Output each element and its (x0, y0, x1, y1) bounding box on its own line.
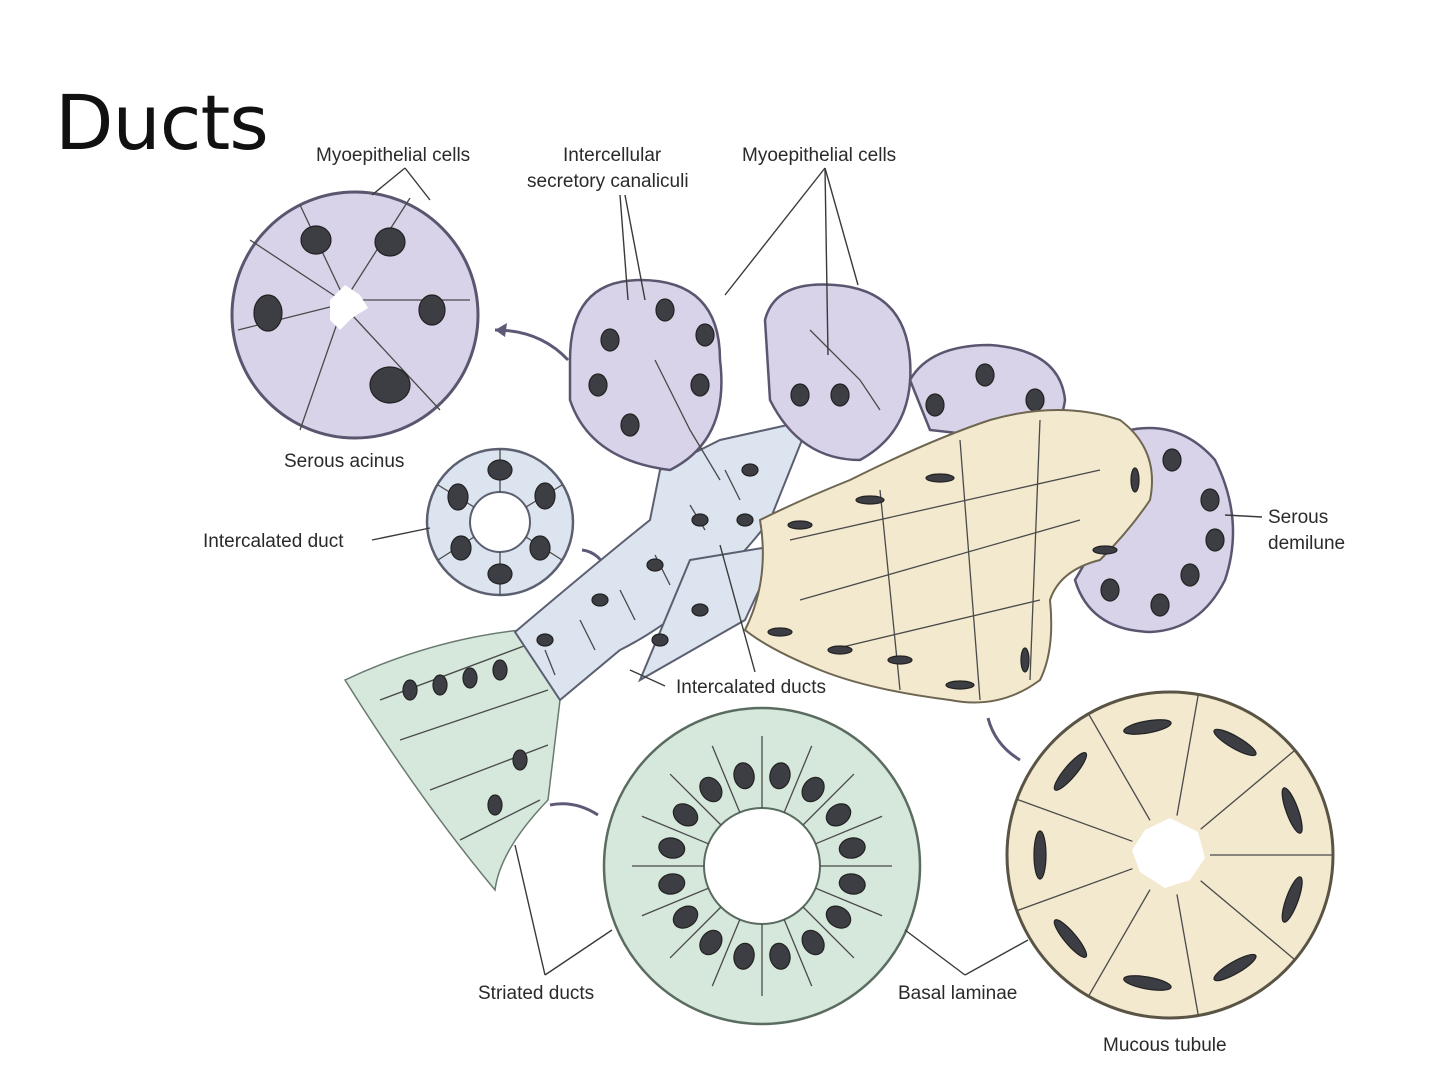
arrow-to-serous-acinus (494, 328, 570, 362)
striated-duct-nucleus (801, 929, 825, 956)
mucous-tubule-nucleus (1281, 876, 1303, 923)
slide-title: Ducts (55, 78, 269, 167)
branching-gland-main (343, 278, 1235, 892)
striated-duct-nucleus (769, 942, 791, 970)
mucous-tubule-cell-border (1200, 750, 1295, 830)
label-myoepithelial-cells-left: Myoepithelial cells (316, 145, 470, 166)
label-myoepithelial-cells-right: Myoepithelial cells (742, 145, 896, 166)
arrow-to-mucous-tubule (986, 717, 1021, 762)
label-serous-demilune-line2: demilune (1268, 533, 1345, 554)
striated-duct-nucleus (838, 837, 866, 859)
striated-duct-nucleus (699, 929, 723, 956)
label-intercalated-duct: Intercalated duct (203, 531, 344, 552)
mucous-tubule-nucleus (1053, 919, 1088, 958)
striated-duct-cross-section (602, 706, 922, 1026)
arrow-to-striated-duct (549, 802, 599, 817)
mucous-tubule-cross-section (1005, 690, 1335, 1020)
intercalated-duct-cross-section (425, 447, 575, 597)
striated-duct-cell-border (641, 815, 709, 845)
mucous-tubule-cell-border (1176, 695, 1199, 816)
label-intercalated-ducts: Intercalated ducts (676, 677, 826, 698)
label-serous-acinus: Serous acinus (284, 451, 404, 472)
striated-duct-nucleus (801, 776, 825, 803)
serous-acinus-cross-section (230, 190, 480, 440)
mucous-tubule-cell-border (1017, 798, 1133, 842)
striated-duct-nucleus (658, 873, 686, 895)
mucous-tubule-nucleus (1213, 953, 1257, 982)
label-basal-laminae: Basal laminae (898, 983, 1017, 1004)
label-mucous-tubule: Mucous tubule (1103, 1035, 1227, 1056)
mucous-tubule-nucleus (1033, 830, 1047, 880)
label-serous-demilune-line1: Serous (1268, 507, 1328, 528)
striated-duct-nucleus (769, 762, 791, 790)
striated-duct-cell-border (802, 906, 855, 959)
striated-duct-nucleus (658, 837, 686, 859)
striated-duct-cell-border (669, 906, 722, 959)
striated-duct-cell-border (669, 773, 722, 826)
striated-duct-cell-border (815, 815, 883, 845)
striated-duct-cell-border (641, 887, 709, 917)
striated-duct-nucleus (825, 803, 852, 827)
striated-duct-nucleus (672, 803, 699, 827)
striated-duct-nucleus (733, 762, 755, 790)
label-canaliculi-line2: secretory canaliculi (527, 171, 689, 192)
label-canaliculi-line1: Intercellular (563, 145, 662, 166)
striated-duct-nucleus (825, 905, 852, 929)
striated-duct-nucleus (672, 905, 699, 929)
striated-duct-cell-border (815, 887, 883, 917)
mucous-tubule-nucleus (1281, 787, 1303, 834)
mucous-tubule-cell-border (1088, 889, 1151, 996)
striated-duct-cell-border (783, 919, 813, 987)
mucous-tubule-cell-border (1088, 714, 1151, 821)
mucous-tubule-nucleus (1123, 975, 1172, 991)
striated-duct-cell-border (711, 745, 741, 813)
striated-duct-nucleus (733, 942, 755, 970)
striated-duct-cell-border (783, 745, 813, 813)
mucous-tubule-cell-border (1200, 880, 1295, 960)
label-striated-ducts: Striated ducts (478, 983, 594, 1004)
striated-duct-nucleus (838, 873, 866, 895)
striated-duct-cell-border (711, 919, 741, 987)
mucous-tubule-nucleus (1213, 728, 1257, 757)
leader-lines (371, 167, 1263, 976)
arrow-head-icon (495, 323, 507, 337)
striated-duct-cell-border (802, 773, 855, 826)
mucous-tubule-nucleus (1123, 719, 1172, 735)
mucous-tubule-cell-border (1017, 868, 1133, 912)
mucous-tubule-nucleus (1053, 752, 1088, 791)
mucous-tubule-cell-border (1176, 894, 1199, 1015)
striated-duct-nucleus (699, 776, 723, 803)
